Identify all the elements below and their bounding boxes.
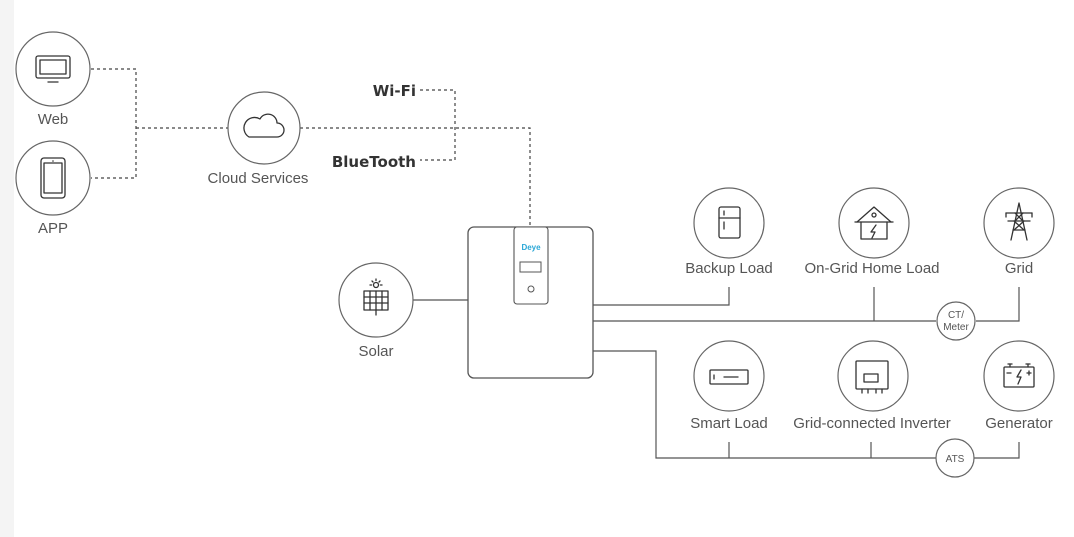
on-grid-home-load-node: On-Grid Home Load (804, 187, 940, 277)
hybrid-inverter: Deye (467, 226, 594, 379)
power-lines (413, 287, 1020, 459)
transmission-tower-icon (1005, 202, 1033, 241)
generator-node: Generator (983, 340, 1055, 432)
grid-label: Grid (1005, 260, 1033, 277)
on-grid-home-load-label: On-Grid Home Load (804, 260, 939, 277)
cloud-services-label: Cloud Services (208, 170, 309, 187)
cloud-services-node: Cloud Services (208, 91, 309, 187)
left-edge-strip (0, 0, 14, 537)
bluetooth-label: BlueTooth (332, 153, 416, 171)
app-node: APP (15, 140, 91, 237)
inverter-icon (855, 360, 889, 394)
cloud-icon (243, 113, 285, 138)
smart-load-label: Smart Load (690, 415, 768, 432)
web-node: Web (15, 31, 91, 128)
ats-label: ATS (946, 454, 965, 465)
grid-connected-inverter-node: Grid-connected Inverter (793, 340, 951, 432)
wifi-label: Wi-Fi (373, 82, 416, 100)
solar-label: Solar (358, 343, 393, 360)
web-label: Web (38, 111, 69, 128)
smart-load-node: Smart Load (690, 340, 768, 432)
ct-meter-node: CT/ Meter (936, 301, 976, 341)
backup-load-label: Backup Load (685, 260, 773, 277)
solar-node: Solar (338, 262, 414, 360)
ct-meter-label-line2: Meter (943, 322, 969, 333)
grid-node: Grid (983, 187, 1055, 277)
generator-label: Generator (985, 415, 1053, 432)
ct-meter-label-line1: CT/ (948, 310, 964, 321)
solar-panel-icon (363, 278, 389, 316)
ats-node: ATS (935, 438, 975, 478)
smartphone-icon (40, 157, 66, 199)
backup-load-node: Backup Load (685, 187, 773, 277)
app-label: APP (38, 220, 68, 237)
generator-battery-icon (1003, 363, 1035, 388)
grid-connected-inverter-label: Grid-connected Inverter (793, 415, 951, 432)
refrigerator-icon (718, 206, 741, 239)
monitor-icon (35, 55, 71, 83)
communication-links (91, 68, 531, 227)
inverter-display (519, 261, 542, 273)
heat-pump-icon (709, 369, 749, 385)
inverter-power-button (527, 285, 535, 293)
inverter-brand-logo: Deye (521, 243, 541, 252)
house-lightning-icon (854, 206, 894, 240)
